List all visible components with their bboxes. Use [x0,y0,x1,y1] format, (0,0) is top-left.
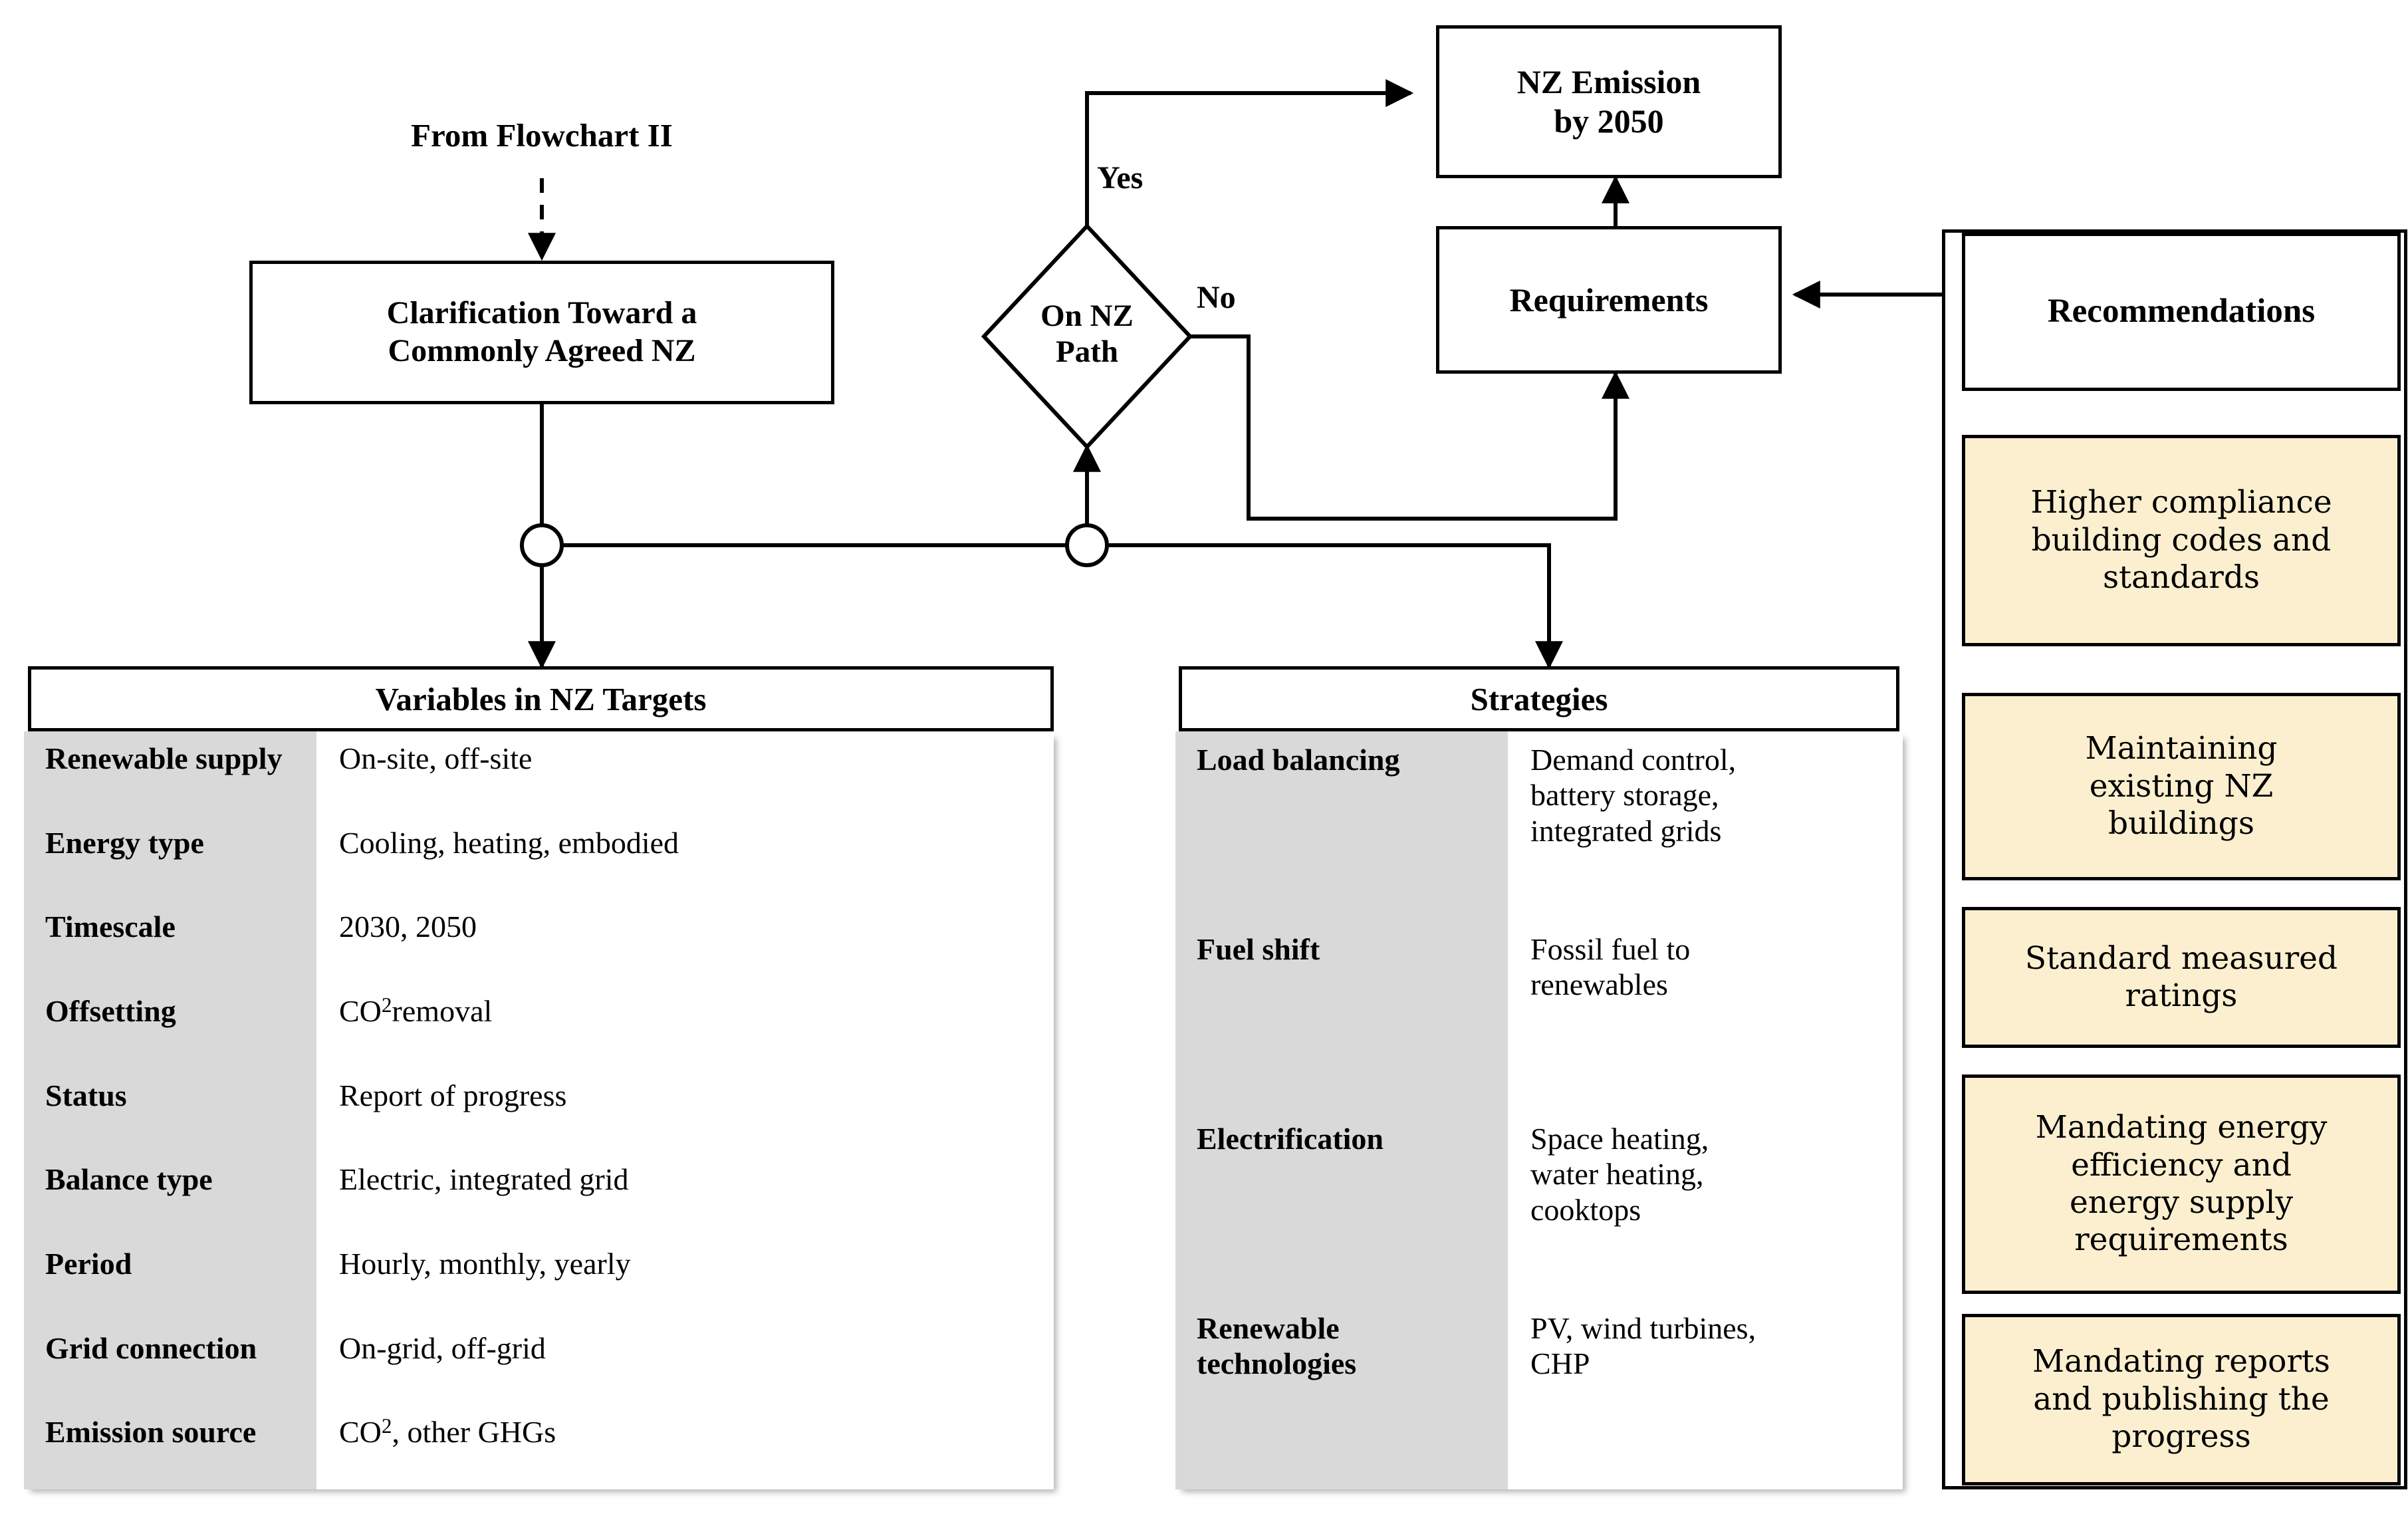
edge-label-yes: Yes [1097,160,1144,195]
table-row-key: Electrification [1175,1110,1508,1300]
table-row-key: Balance type [24,1152,316,1237]
node-clarification[interactable]: Clarification Toward a Commonly Agreed N… [249,261,834,404]
variables-table-title: Variables in NZ Targets [375,680,707,717]
table-row-value: Cooling, heating, embodied [316,815,1054,900]
table-row-value: On-site, off-site [316,731,1054,816]
table-row-value: Hourly, monthly, yearly [316,1237,1054,1321]
node-nz-emission[interactable]: NZ Emission by 2050 [1436,25,1782,178]
table-row-value: 2030, 2050 [316,900,1054,985]
table-row-value: Report of progress [316,1068,1054,1153]
node-requirements-label: Requirements [1509,281,1709,318]
table-row-key: Offsetting [24,984,316,1069]
node-clarification-label: Clarification Toward a Commonly Agreed N… [386,295,697,368]
table-row-key: Load balancing [1175,731,1508,921]
table-row-key: Emission source [24,1405,316,1490]
table-row-value: Electric, integrated grid [316,1152,1054,1237]
node-nz-emission-label: NZ Emission by 2050 [1516,63,1701,140]
recommendations-title-box: Recommendations [1962,233,2401,391]
table-row-key: Status [24,1068,316,1153]
recommendations-title: Recommendations [2047,293,2316,330]
variables-table-header: Variables in NZ Targets [28,666,1054,731]
table-row-value: PV, wind turbines,CHP [1508,1300,1903,1489]
table-row-key: Timescale [24,900,316,985]
edge-label-no: No [1197,280,1236,315]
table-row-value: On-grid, off-grid [316,1321,1054,1406]
table-row-key: Grid connection [24,1321,316,1406]
junction-circle-right [1065,523,1109,567]
table-row-value: Demand control,battery storage,integrate… [1508,731,1903,921]
table-row-key: Fuel shift [1175,921,1508,1110]
strategies-table-header: Strategies [1179,666,1899,731]
node-requirements[interactable]: Requirements [1436,226,1782,374]
table-row-key: Renewable supply [24,731,316,816]
junction-circle-left [520,523,564,567]
decision-diamond-label: On NZ Path [1040,299,1134,369]
table-row-key: Period [24,1237,316,1321]
table-row-value: Space heating,water heating,cooktops [1508,1110,1903,1300]
strategies-table-title: Strategies [1470,680,1608,717]
entry-label: From Flowchart II [411,117,673,154]
table-row-key: Energy type [24,815,316,900]
